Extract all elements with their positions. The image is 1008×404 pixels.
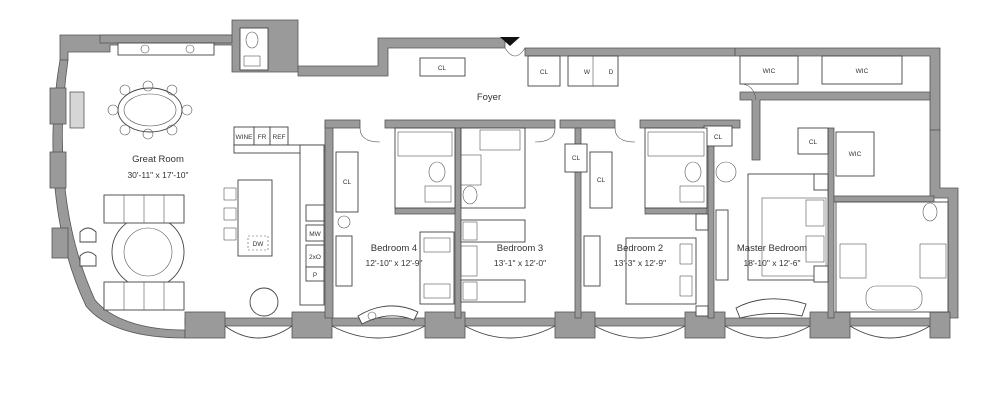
closet-bed2-b xyxy=(589,151,613,209)
closet-label: CL xyxy=(597,177,606,184)
doors xyxy=(359,47,757,143)
double-oven-label: 2xO xyxy=(309,254,321,261)
wall-corridor-top xyxy=(324,119,361,129)
dryer-label: D xyxy=(609,69,614,76)
wall-kitchen-right xyxy=(324,121,334,319)
wall-corridor-mid xyxy=(384,119,556,129)
wall-master-top xyxy=(739,91,931,161)
wine-label: WINE xyxy=(236,134,254,141)
closet-label: CL xyxy=(572,155,581,162)
foyer-name: Foyer xyxy=(477,92,501,103)
bedroom2-name: Bedroom 2 xyxy=(617,243,663,254)
refrigerator-label: REF xyxy=(273,134,286,141)
bedroom4-furniture xyxy=(335,215,455,325)
wall-top-mid xyxy=(297,37,506,77)
closet-label: CL xyxy=(714,134,723,141)
bedroom3-name: Bedroom 3 xyxy=(497,243,543,254)
bedroom3-furniture xyxy=(460,219,526,303)
closet-label: CL xyxy=(809,139,818,146)
closet-label: CL xyxy=(540,69,549,76)
bottom-piers xyxy=(184,311,951,339)
living-seating xyxy=(79,194,279,317)
wall-bath3-bottom xyxy=(394,207,456,215)
window-left-2 xyxy=(49,151,67,189)
window-left-1 xyxy=(49,87,67,125)
closet-label: CL xyxy=(343,179,352,186)
bedroom3-dims: 13'-1" x 12'-0" xyxy=(494,258,546,268)
great-room-name: Great Room xyxy=(132,154,184,165)
bath-bed3 xyxy=(460,127,526,209)
wall-bed4-3 xyxy=(454,127,462,319)
wall-right xyxy=(929,129,959,319)
closet-label: CL xyxy=(438,65,447,72)
walls xyxy=(49,19,959,339)
wic-master xyxy=(835,131,875,177)
closets: CL CL W D WIC WIC CL CL WIC CL CL CL xyxy=(335,55,903,213)
entry-arrow-icon xyxy=(500,37,520,46)
wall-top-left-rim xyxy=(99,34,233,44)
washer-label: W xyxy=(584,69,591,76)
great-room-dims: 30'-11" x 17'-10" xyxy=(127,170,188,180)
wall-top-foyer-right xyxy=(524,47,736,57)
kitchen-wall-appliances: MW 2xO P xyxy=(305,204,325,282)
great-room-furniture: WINE FR REF DW MW 2xO P xyxy=(69,42,325,317)
dining-table xyxy=(107,80,193,140)
room-labels: Great Room 30'-11" x 17'-10" Foyer Bedro… xyxy=(127,92,807,268)
closet-top-foyer xyxy=(419,57,466,77)
pantry-label: P xyxy=(313,272,317,279)
wic-1 xyxy=(739,55,799,85)
stools xyxy=(223,187,237,241)
wall-master-bath xyxy=(827,127,835,319)
window-left-3 xyxy=(51,227,69,259)
master-bedroom-name: Master Bedroom xyxy=(737,243,807,254)
closet-bed2-a xyxy=(564,143,588,173)
wic-label: WIC xyxy=(856,68,869,75)
bedroom4-name: Bedroom 4 xyxy=(371,243,417,254)
master-furniture xyxy=(715,161,829,319)
microwave-label: MW xyxy=(309,231,321,238)
bedroom2-furniture xyxy=(583,213,709,317)
bathrooms xyxy=(239,27,949,313)
closet-foyer-right xyxy=(527,55,561,87)
bath-bed2 xyxy=(644,127,708,209)
dishwasher-label: DW xyxy=(253,241,265,248)
wic-2 xyxy=(821,55,903,85)
closet-master xyxy=(797,127,829,155)
master-bedroom-dims: 18'-10" x 12'-6" xyxy=(743,258,800,268)
wall-master-bath-top xyxy=(833,195,935,203)
wall-bath2-bottom xyxy=(644,207,708,215)
wic-label: WIC xyxy=(849,151,862,158)
wall-bed3-2 xyxy=(574,127,582,319)
master-bath xyxy=(835,201,949,313)
sideboard xyxy=(117,42,215,56)
bedroom2-dims: 13'-3" x 12'-9" xyxy=(614,258,666,268)
wall-bed2-master xyxy=(707,127,715,319)
fridge-label: FR xyxy=(258,134,267,141)
closet-bed4 xyxy=(335,151,359,213)
wall-corridor-right xyxy=(559,119,616,129)
kitchen-island xyxy=(237,179,273,257)
fireplace-left xyxy=(69,91,85,129)
powder-room xyxy=(239,27,269,71)
bedroom4-dims: 12'-10" x 12'-9" xyxy=(365,258,422,268)
kitchen-top-appliances: WINE FR REF xyxy=(233,126,325,154)
wic-label: WIC xyxy=(763,68,776,75)
bottom-bays xyxy=(224,325,931,339)
